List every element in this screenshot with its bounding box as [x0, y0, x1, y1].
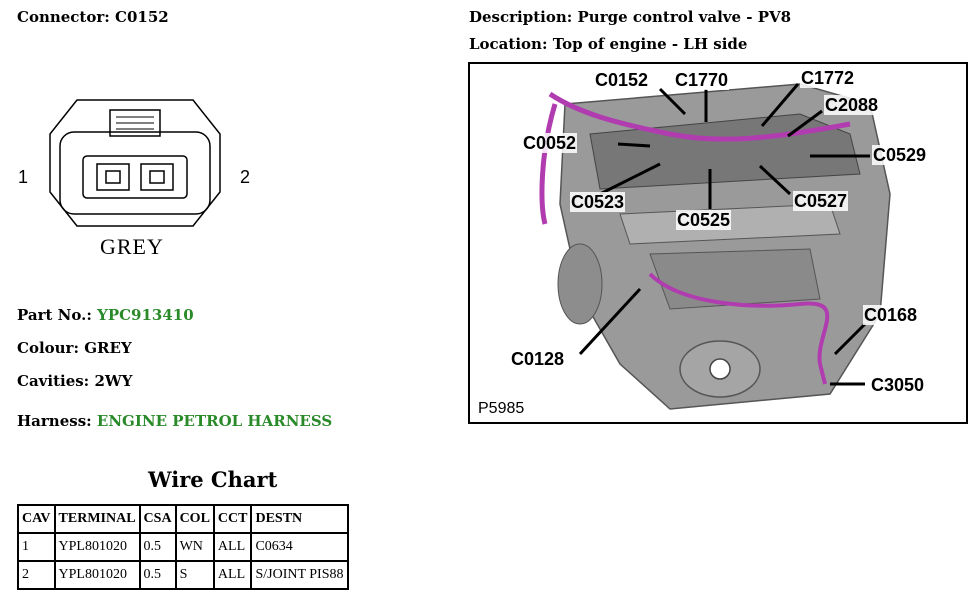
- harness-label: Harness:: [17, 412, 92, 430]
- description-label: Description:: [469, 8, 573, 26]
- location-value: Top of engine - LH side: [552, 35, 748, 53]
- callout-c1772: C1772: [800, 68, 856, 88]
- cell-destn: S/JOINT PIS88: [250, 560, 349, 590]
- connector-label: Connector:: [17, 8, 110, 26]
- cavities-value: 2WY: [94, 372, 133, 390]
- callout-c0523: C0523: [570, 192, 626, 212]
- engine-illustration: [539, 83, 891, 410]
- connector-face-drawing: [15, 92, 260, 267]
- callout-c0525: C0525: [676, 210, 732, 230]
- cell-csa: 0.5: [138, 560, 177, 590]
- cell-cct: ALL: [212, 532, 253, 562]
- part-number-label: Part No.:: [17, 306, 92, 324]
- header-col: COL: [174, 504, 215, 534]
- harness-link[interactable]: ENGINE PETROL HARNESS: [96, 412, 333, 430]
- cell-cct: ALL: [212, 560, 253, 590]
- cavities-label: Cavities:: [17, 372, 90, 390]
- location-label: Location:: [469, 35, 548, 53]
- callout-c0529: C0529: [872, 145, 928, 165]
- pin-2-label: 2: [240, 167, 251, 187]
- cell-destn: C0634: [250, 532, 349, 562]
- table-row: 2 YPL801020 0.5 S ALL S/JOINT PIS88: [17, 560, 349, 590]
- callout-c0527: C0527: [793, 191, 849, 211]
- header-destn: DESTN: [250, 504, 349, 534]
- cell-cav: 1: [17, 532, 56, 562]
- header-cct: CCT: [212, 504, 253, 534]
- cell-csa: 0.5: [138, 532, 177, 562]
- colour-line: Colour: GREY: [17, 339, 132, 357]
- callout-c1770: C1770: [674, 70, 730, 90]
- drawing-colour-label: GREY: [100, 234, 164, 259]
- connector-value: C0152: [115, 8, 169, 26]
- harness-line: Harness: ENGINE PETROL HARNESS: [17, 412, 332, 430]
- cell-terminal: YPL801020: [53, 532, 141, 562]
- part-number-link[interactable]: YPC913410: [97, 306, 194, 324]
- cavities-line: Cavities: 2WY: [17, 372, 132, 390]
- cell-col: WN: [174, 532, 215, 562]
- part-number-line: Part No.: YPC913410: [17, 306, 194, 324]
- colour-value: GREY: [84, 339, 132, 357]
- wire-chart-table: CAV TERMINAL CSA COL CCT DESTN 1 YPL8010…: [17, 504, 349, 590]
- callout-c0052: C0052: [522, 133, 578, 153]
- connector-line: Connector: C0152: [17, 8, 169, 26]
- description-value: Purge control valve - PV8: [577, 8, 792, 26]
- callout-c0168: C0168: [863, 305, 919, 325]
- cell-terminal: YPL801020: [53, 560, 141, 590]
- callout-c3050: C3050: [870, 375, 926, 395]
- callout-c2088: C2088: [824, 95, 880, 115]
- header-cav: CAV: [17, 504, 56, 534]
- callout-c0152: C0152: [594, 70, 650, 90]
- header-terminal: TERMINAL: [53, 504, 141, 534]
- cell-cav: 2: [17, 560, 56, 590]
- description-line: Description: Purge control valve - PV8: [469, 8, 791, 26]
- wire-chart-header-row: CAV TERMINAL CSA COL CCT DESTN: [17, 504, 349, 534]
- callout-c0128: C0128: [510, 349, 566, 369]
- colour-label: Colour:: [17, 339, 79, 357]
- location-line: Location: Top of engine - LH side: [469, 35, 747, 53]
- table-row: 1 YPL801020 0.5 WN ALL C0634: [17, 532, 349, 562]
- picture-code: P5985: [476, 400, 527, 418]
- cell-col: S: [174, 560, 215, 590]
- header-csa: CSA: [138, 504, 177, 534]
- wire-chart-title: Wire Chart: [148, 467, 278, 492]
- pin-1-label: 1: [18, 167, 29, 187]
- engine-location-image: C0152 C1770 C1772 C2088 C0052 C0529 C052…: [468, 62, 968, 424]
